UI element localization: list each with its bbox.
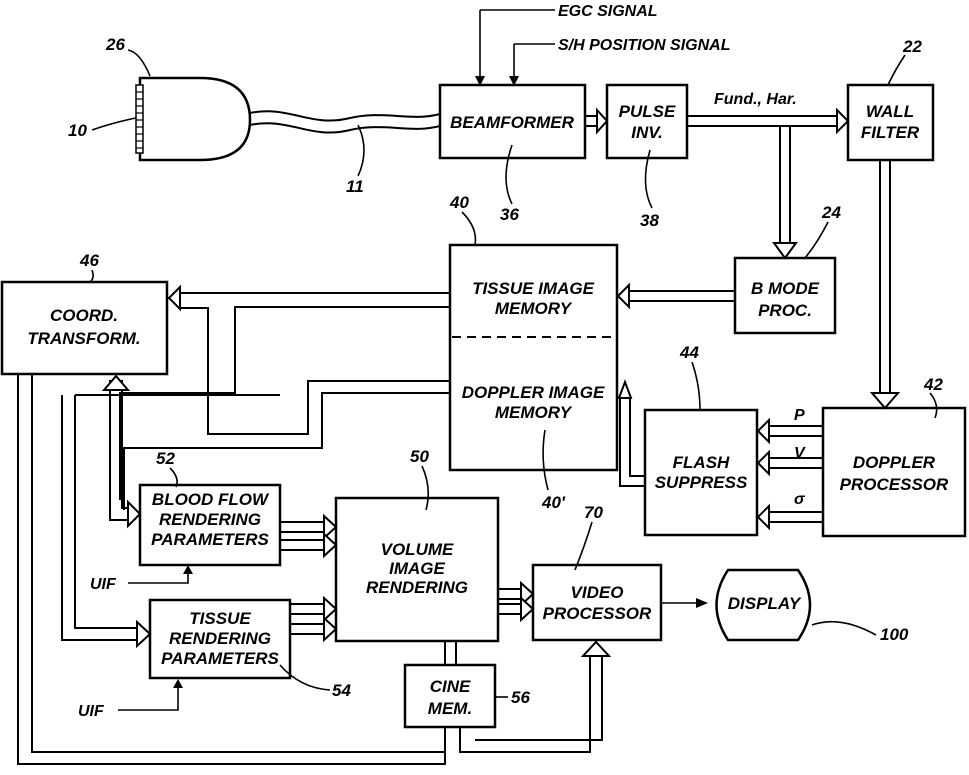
- probe: [136, 78, 250, 160]
- tissue-params-label-3: PARAMETERS: [161, 649, 279, 668]
- ref-44: 44: [679, 343, 699, 362]
- ref-10-leader: [92, 118, 136, 130]
- ref-56: 56: [511, 688, 530, 707]
- beamformer-label: BEAMFORMER: [450, 113, 574, 132]
- ref-36: 36: [500, 205, 519, 224]
- volume-label-3: RENDERING: [366, 578, 468, 597]
- volume-cine-link: [445, 641, 456, 665]
- ref-50: 50: [410, 447, 429, 466]
- blood-flow-label-3: PARAMETERS: [151, 530, 269, 549]
- b-mode-label-2: PROC.: [758, 301, 812, 320]
- pulseinv-to-wallfilter-arrow: [687, 110, 848, 132]
- bloodflow-to-volume-arrow: [280, 516, 336, 556]
- tissue-memory-label-2: MEMORY: [495, 299, 573, 318]
- tissue-params-label-2: RENDERING: [169, 629, 271, 648]
- ref-70-leader: [575, 522, 592, 570]
- ref-46: 46: [79, 251, 99, 270]
- beamformer-to-pulseinv-arrow: [585, 110, 607, 132]
- pulse-inv-label-1: PULSE: [619, 102, 676, 121]
- bmode-to-tissue-memory-arrow: [618, 285, 735, 307]
- ref-26: 26: [105, 35, 125, 54]
- tissue-params-to-volume-arrow: [290, 598, 336, 640]
- coord-label-1: COORD.: [50, 306, 118, 325]
- tissue-memory-label-1: TISSUE IMAGE: [472, 279, 595, 298]
- video-to-display-arrow: [661, 598, 708, 608]
- sh-signal-line: [509, 44, 555, 86]
- sh-position-signal-label: S/H POSITION SIGNAL: [558, 37, 730, 54]
- doppler-memory-to-coord-arrow: [124, 308, 450, 510]
- uif-to-bloodflow-arrow: [128, 565, 193, 583]
- doppler-to-flash-arrows: [758, 420, 823, 528]
- p-signal-label: P: [794, 407, 805, 424]
- wall-filter-label-2: FILTER: [861, 123, 920, 142]
- doppler-memory-label-2: MEMORY: [495, 403, 573, 422]
- ref-11-leader: [358, 125, 364, 176]
- flash-label-1: FLASH: [673, 453, 730, 472]
- ref-11: 11: [346, 177, 364, 196]
- ref-24-leader: [805, 222, 828, 258]
- wall-filter-label-1: WALL: [866, 102, 914, 121]
- probe-cable: [250, 111, 440, 132]
- pulseinv-to-bmode-arrow: [774, 126, 796, 258]
- fund-har-label: Fund., Har.: [714, 91, 797, 108]
- ref-10: 10: [68, 121, 87, 140]
- video-label-2: PROCESSOR: [543, 604, 652, 623]
- ref-44-leader: [692, 362, 700, 410]
- egc-signal-line: [475, 10, 555, 86]
- doppler-processor-block: [823, 408, 965, 536]
- ref-40-prime: 40': [541, 493, 566, 512]
- ref-100: 100: [880, 625, 909, 644]
- volume-label-2: IMAGE: [389, 559, 445, 578]
- ref-38: 38: [640, 211, 659, 230]
- ref-24: 24: [821, 203, 841, 222]
- egc-signal-label: EGC SIGNAL: [558, 3, 658, 20]
- ref-40: 40: [449, 193, 469, 212]
- doppler-proc-label-2: PROCESSOR: [840, 475, 949, 494]
- tissue-params-label-1: TISSUE: [189, 609, 251, 628]
- wallfilter-to-doppler-arrow: [872, 160, 898, 408]
- ref-70: 70: [584, 503, 603, 522]
- coord-label-2: TRANSFORM.: [27, 329, 140, 348]
- doppler-memory-label-1: DOPPLER IMAGE: [462, 383, 605, 402]
- ref-22: 22: [902, 37, 922, 56]
- flash-label-2: SUPPRESS: [655, 473, 748, 492]
- ref-100-leader: [812, 622, 876, 635]
- uif-to-tissue-params-arrow: [118, 679, 183, 710]
- b-mode-label-1: B MODE: [751, 279, 820, 298]
- ref-46-leader: [90, 270, 93, 282]
- flash-to-doppler-memory-arrow: [619, 382, 645, 486]
- ref-40-leader: [462, 212, 475, 245]
- blood-flow-label-2: RENDERING: [159, 510, 261, 529]
- ref-54: 54: [332, 681, 351, 700]
- cine-label-1: CINE: [430, 677, 471, 696]
- sigma-signal-label: σ: [794, 491, 806, 508]
- video-processor-block: [533, 565, 661, 640]
- pulse-inv-label-2: INV.: [631, 123, 663, 142]
- volume-label-1: VOLUME: [381, 540, 454, 559]
- uif-top-label: UIF: [90, 576, 117, 593]
- blood-flow-label-1: BLOOD FLOW: [152, 490, 270, 509]
- video-label-1: VIDEO: [571, 583, 624, 602]
- coord-transform-block: [2, 282, 167, 374]
- doppler-proc-label-1: DOPPLER: [853, 453, 936, 472]
- ref-26-leader: [128, 50, 150, 76]
- volume-to-video-arrow: [498, 583, 533, 620]
- display-label: DISPLAY: [728, 594, 802, 613]
- cine-label-2: MEM.: [428, 699, 472, 718]
- ref-52: 52: [156, 449, 175, 468]
- ref-22-leader: [888, 55, 905, 85]
- pulse-inv-block: [607, 85, 687, 158]
- v-signal-label: V: [794, 445, 806, 462]
- ref-42: 42: [923, 375, 943, 394]
- uif-bottom-label: UIF: [78, 703, 105, 720]
